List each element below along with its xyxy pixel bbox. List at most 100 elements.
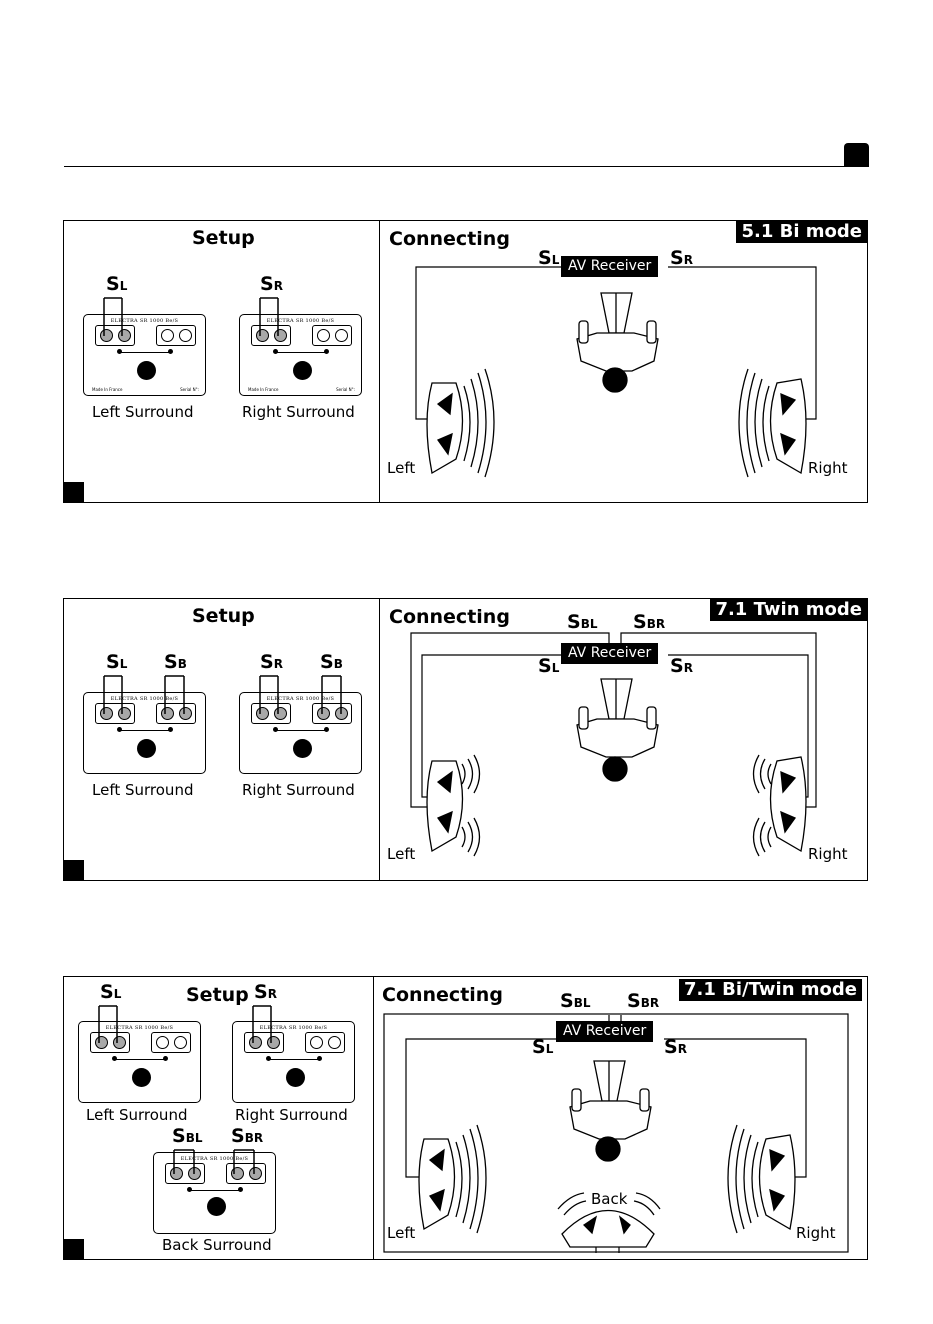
terminal-block <box>305 1032 345 1053</box>
amp-model-label: ELECTRA SR 1000 Be/S <box>110 696 179 702</box>
amplifier-left: ELECTRA SR 1000 Be/S <box>78 1021 201 1103</box>
terminal-label-sl: SL <box>100 981 122 1003</box>
terminal-label-sl: SL <box>106 273 128 295</box>
setup-title: Setup <box>192 605 255 627</box>
mode-knob <box>293 739 312 758</box>
panel-corner-marker <box>64 482 84 502</box>
listener-figure-icon <box>576 292 659 393</box>
back-surround-label: Back Surround <box>162 1236 272 1254</box>
amp-model-label: ELECTRA SR 1000 Be/S <box>266 696 335 702</box>
amp-model-label: ELECTRA SR 1000 Be/S <box>266 318 335 324</box>
amp-serial-label: Serial N°: <box>180 387 199 392</box>
connection-diagram <box>415 266 817 478</box>
setup-title: Setup <box>186 984 249 1006</box>
av-receiver-label: AV Receiver <box>561 643 659 664</box>
mode-badge: 5.1 Bi mode <box>736 221 867 243</box>
connecting-title: Connecting <box>389 228 510 250</box>
setup-wires <box>103 675 342 714</box>
right-surround-label: Right Surround <box>242 403 355 421</box>
amp-serial-label: Serial N°: <box>336 387 355 392</box>
header-rule <box>64 166 868 167</box>
receiver-label-sr: SR <box>664 1036 687 1058</box>
receiver-label-sbl: SBL <box>560 990 591 1012</box>
listener-figure-icon <box>569 1060 652 1162</box>
panel-7-1-twin: Setup Connecting 7.1 Twin mode SL SB SR … <box>63 598 868 881</box>
mode-knob <box>286 1068 305 1087</box>
mode-knob <box>293 361 312 380</box>
left-speaker-icon <box>426 754 481 857</box>
terminal-block <box>151 1032 191 1053</box>
left-speaker-label: Left <box>387 845 416 863</box>
panel-divider <box>373 977 374 1259</box>
receiver-label-sbr: SBR <box>627 990 660 1012</box>
right-surround-label: Right Surround <box>242 781 355 799</box>
left-surround-label: Left Surround <box>92 781 194 799</box>
panel-7-1-bi-twin: Setup Connecting 7.1 Bi/Twin mode SL SR … <box>63 976 868 1260</box>
terminal-block <box>312 325 352 346</box>
receiver-label-sr: SR <box>670 247 693 269</box>
terminal-label-sbl: SBL <box>172 1125 203 1147</box>
receiver-label-sbl: SBL <box>567 611 598 633</box>
left-speaker-icon <box>418 1124 487 1234</box>
terminal-label-sr: SR <box>254 981 277 1003</box>
amp-model-label: ELECTRA SR 1000 Be/S <box>180 1156 249 1162</box>
receiver-label-sr: SR <box>670 655 693 677</box>
right-speaker-label: Right <box>808 845 848 863</box>
setup-wires <box>98 1005 272 1174</box>
terminal-label-sbr: SBR <box>231 1125 264 1147</box>
terminal-block <box>156 325 196 346</box>
listener-figure-icon <box>576 678 659 782</box>
amp-made-label: Made In France <box>248 387 279 392</box>
receiver-label-sl: SL <box>538 655 560 677</box>
page-tab-marker <box>844 143 869 167</box>
receiver-label-sbr: SBR <box>633 611 666 633</box>
connecting-title: Connecting <box>382 984 503 1006</box>
connecting-title: Connecting <box>389 606 510 628</box>
amplifier-left: ELECTRA SR 1000 Be/S Made In France Seri… <box>83 314 206 396</box>
mode-badge: 7.1 Twin mode <box>710 599 867 621</box>
amplifier-right: ELECTRA SR 1000 Be/S Made In France Seri… <box>239 314 362 396</box>
setup-wires <box>103 297 279 336</box>
mode-knob <box>137 361 156 380</box>
panel-corner-marker <box>64 860 84 880</box>
av-receiver-label: AV Receiver <box>561 256 659 277</box>
terminal-label-sb: SB <box>320 651 343 673</box>
right-speaker-icon <box>738 368 807 478</box>
left-surround-label: Left Surround <box>86 1106 188 1124</box>
amp-model-label: ELECTRA SR 1000 Be/S <box>105 1025 174 1031</box>
mode-knob <box>137 739 156 758</box>
av-receiver-label: AV Receiver <box>556 1021 654 1042</box>
amp-made-label: Made In France <box>92 387 123 392</box>
left-speaker-label: Left <box>387 459 416 477</box>
left-surround-label: Left Surround <box>92 403 194 421</box>
connection-diagram <box>383 1013 849 1253</box>
terminal-label-sr: SR <box>260 651 283 673</box>
mode-knob <box>132 1068 151 1087</box>
receiver-label-sl: SL <box>538 247 560 269</box>
amp-model-label: ELECTRA SR 1000 Be/S <box>259 1025 328 1031</box>
terminal-label-sr: SR <box>260 273 283 295</box>
right-speaker-label: Right <box>808 459 848 477</box>
connection-diagram <box>410 632 817 857</box>
left-speaker-label: Left <box>387 1224 416 1242</box>
amplifier-left: ELECTRA SR 1000 Be/S <box>83 692 206 774</box>
panel-5-1-bi: Setup Connecting 5.1 Bi mode SL SR ELECT… <box>63 220 868 503</box>
mode-knob <box>207 1197 226 1216</box>
back-speaker-icon <box>557 1192 661 1248</box>
panel-divider <box>379 599 380 880</box>
mode-badge: 7.1 Bi/Twin mode <box>678 979 862 1001</box>
left-speaker-icon <box>426 368 495 478</box>
amp-model-label: ELECTRA SR 1000 Be/S <box>110 318 179 324</box>
setup-title: Setup <box>192 227 255 249</box>
panel-divider <box>379 221 380 502</box>
terminal-label-sl: SL <box>106 651 128 673</box>
panel-corner-marker <box>64 1239 84 1259</box>
terminal-label-sb: SB <box>164 651 187 673</box>
amplifier-right: ELECTRA SR 1000 Be/S <box>239 692 362 774</box>
right-speaker-icon <box>727 1124 796 1234</box>
right-surround-label: Right Surround <box>235 1106 348 1124</box>
back-speaker-label: Back <box>591 1190 628 1208</box>
right-speaker-label: Right <box>796 1224 836 1242</box>
terminal-block <box>156 703 196 724</box>
receiver-label-sl: SL <box>532 1036 554 1058</box>
